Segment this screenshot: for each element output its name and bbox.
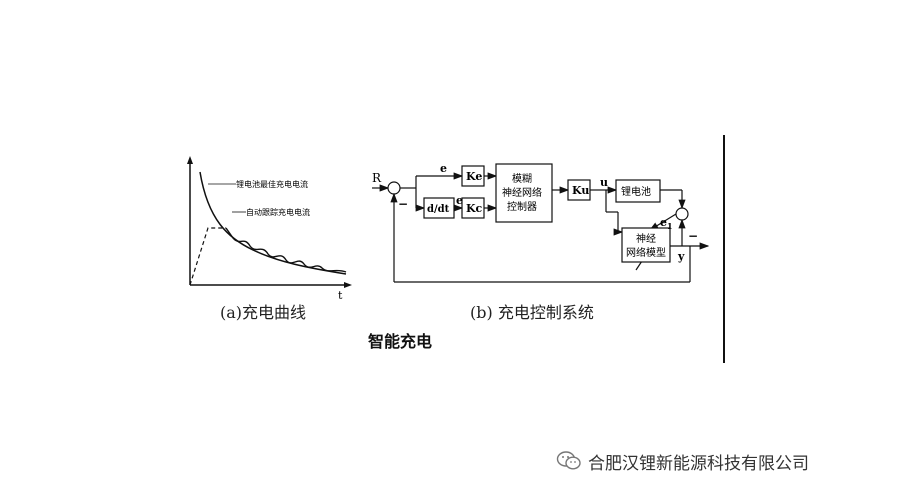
nn-model-block (621, 227, 671, 263)
caption-a: (a)充电曲线 (220, 303, 307, 322)
label-nn-2: 网络模型 (626, 246, 666, 259)
vertical-divider (723, 135, 725, 363)
ke-block (461, 165, 485, 187)
figure-title: 智能充电 (368, 332, 433, 351)
label-fuzzy-3: 控制器 (507, 200, 537, 213)
label-u: u (600, 176, 608, 189)
control-system-diagram: R e e − Ke d/dt Kc 模糊 神经网络 控制器 Ku u 锂电池 … (372, 162, 710, 283)
label-kc: Kc (466, 202, 483, 215)
y-axis-arrow (187, 156, 193, 164)
label-battery: 锂电池 (621, 185, 651, 198)
label-ku: Ku (572, 184, 589, 197)
label-e1: e1 (660, 216, 673, 231)
label-ddt: d/dt (427, 204, 450, 215)
label-y: y (677, 250, 685, 263)
label-nn-1: 神经 (636, 232, 656, 245)
ku-block (567, 179, 591, 201)
watermark: 合肥汉锂新能源科技有限公司 (556, 448, 809, 474)
label-optimum-current: 锂电池最佳充电电流 (236, 179, 308, 189)
kc-block (461, 197, 485, 219)
t-axis-label: t (338, 289, 343, 300)
summing-junction-2 (675, 207, 689, 221)
label-r: R (372, 171, 382, 185)
battery-block (615, 179, 661, 203)
label-minus-1: − (398, 197, 408, 211)
tracking-current-curve (225, 227, 347, 273)
caption-b: (b) 充电控制系统 (470, 303, 594, 322)
label-e-top: e (440, 162, 447, 175)
label-fuzzy-2: 神经网络 (502, 186, 542, 199)
label-ke: Ke (466, 170, 482, 183)
wechat-icon (556, 451, 581, 470)
label-minus-2: − (688, 229, 698, 243)
tracking-current-rise (189, 227, 226, 286)
x-axis-arrow (344, 282, 352, 288)
label-fuzzy-1: 模糊 (512, 172, 532, 185)
charging-curve-figure: t 锂电池最佳充电电流 自动跟踪充电电流 (187, 156, 352, 300)
ddt-block (423, 197, 455, 219)
label-e-mid: e (456, 194, 463, 207)
optimum-current-curve (199, 171, 347, 275)
label-tracking-current: 自动跟踪充电电流 (246, 207, 310, 217)
summing-junction-1 (387, 181, 401, 195)
fuzzy-nn-controller-block (495, 163, 553, 223)
watermark-text: 合肥汉锂新能源科技有限公司 (588, 453, 809, 474)
